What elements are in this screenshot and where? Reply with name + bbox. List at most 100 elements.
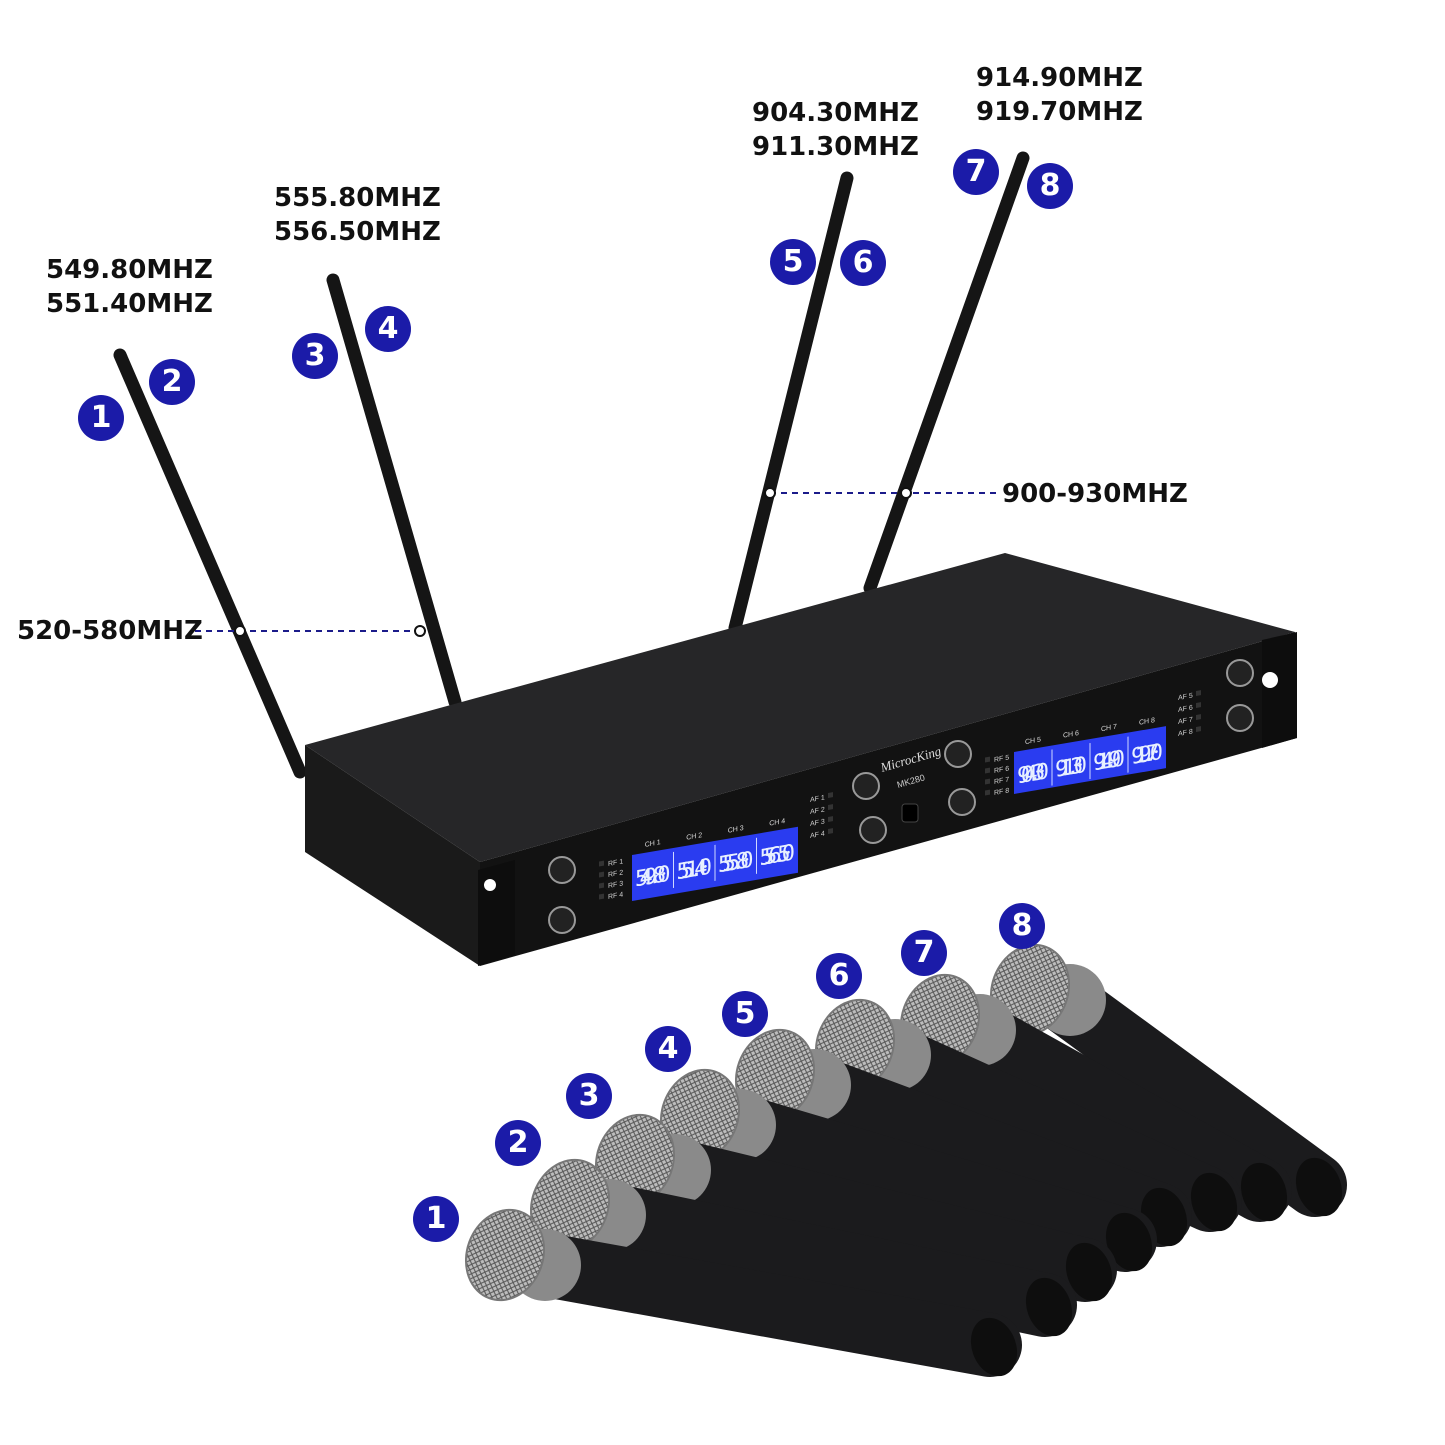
antenna-badge-1: 1 <box>78 395 124 441</box>
channel-label: CH 4 <box>769 818 785 828</box>
mic-badge-1: 1 <box>413 1196 459 1242</box>
microphone-5 <box>734 1028 1192 1247</box>
volume-knobs <box>548 659 1254 934</box>
frequency-reading: 556.50 <box>760 839 796 871</box>
mic-badge-4: 4 <box>645 1026 691 1072</box>
frequency-reading: 551.40 <box>677 854 713 886</box>
volume-knob[interactable] <box>944 740 972 768</box>
antenna-badge-4: 4 <box>365 306 411 352</box>
antenna-badge-6: 6 <box>840 240 886 286</box>
indicator-labels-af-left: AF 1 AF 2 AF 3 AF 4 <box>810 792 833 840</box>
freq-label-antenna-3: 904.30MHZ 911.30MHZ <box>752 96 919 164</box>
freq-line: 911.30MHZ <box>752 132 919 162</box>
freq-line: 549.80MHZ <box>46 255 213 285</box>
band-label-low: 520-580MHZ <box>17 616 203 646</box>
af-label: AF 5 <box>1178 693 1193 702</box>
frequency-reading: 911.30 <box>1055 752 1087 783</box>
microphone-6 <box>814 998 1242 1232</box>
af-label: AF 6 <box>1178 705 1193 714</box>
af-label: AF 2 <box>810 807 825 816</box>
channel-label: CH 7 <box>1101 724 1117 734</box>
channel-label: CH 3 <box>728 825 744 835</box>
volume-knob[interactable] <box>1226 659 1254 687</box>
microphone-1 <box>464 1208 1022 1377</box>
mic-badge-7: 7 <box>901 930 947 976</box>
channel-label: CH 5 <box>1025 736 1041 746</box>
channel-label: CH 2 <box>686 832 702 842</box>
af-label: AF 4 <box>810 831 825 840</box>
mic-badge-6: 6 <box>816 953 862 999</box>
frequency-reading: 914.90 <box>1093 745 1125 776</box>
rf-label: RF 4 <box>608 891 623 901</box>
antenna-1 <box>113 348 307 779</box>
band-indicators <box>195 487 1000 637</box>
rf-label: RF 6 <box>994 765 1009 775</box>
af-label: AF 3 <box>810 819 825 828</box>
rf-label: RF 8 <box>994 787 1009 797</box>
receiver: CH 1 549.80 CH 2 551.40 CH 3 555.80 CH 4 556.50… <box>305 553 1297 966</box>
antenna-badge-3: 3 <box>292 333 338 379</box>
antenna-badge-5: 5 <box>770 239 816 285</box>
mic-badge-8: 8 <box>999 903 1045 949</box>
right-lcd: CH 5 904.30 CH 6 911.30 CH 7 914.90 CH 8 919.70 <box>1014 717 1166 794</box>
antenna-3 <box>728 171 854 635</box>
frequency-reading: 919.70 <box>1131 739 1163 770</box>
frequency-reading: 904.30 <box>1017 758 1049 789</box>
volume-knob[interactable] <box>852 772 880 800</box>
volume-knob[interactable] <box>548 906 576 934</box>
antenna-badge-8: 8 <box>1027 163 1073 209</box>
antenna-badge-7: 7 <box>953 149 999 195</box>
receiver-top <box>305 553 1295 862</box>
channel-label: CH 6 <box>1063 730 1079 740</box>
indicator-labels-af-right: AF 5 AF 6 AF 7 AF 8 <box>1178 690 1201 738</box>
freq-label-antenna-2: 555.80MHZ 556.50MHZ <box>274 181 441 249</box>
freq-line: 551.40MHZ <box>46 289 213 319</box>
freq-label-antenna-1: 549.80MHZ 551.40MHZ <box>46 253 213 321</box>
channel-label: CH 1 <box>645 839 661 849</box>
microphones <box>464 943 1347 1377</box>
rf-label: RF 5 <box>994 754 1009 764</box>
left-lcd: CH 1 549.80 CH 2 551.40 CH 3 555.80 CH 4 556.50 <box>632 818 798 901</box>
af-label: AF 7 <box>1178 717 1193 726</box>
band-label-high: 900-930MHZ <box>1002 479 1188 509</box>
rf-label: RF 3 <box>608 880 623 890</box>
freq-line: 904.30MHZ <box>752 98 919 128</box>
microphone-4 <box>659 1068 1157 1272</box>
microphone-8 <box>989 943 1347 1217</box>
frequency-reading: 555.80 <box>718 846 754 878</box>
freq-line: 555.80MHZ <box>274 183 441 213</box>
volume-knob[interactable] <box>948 788 976 816</box>
volume-knob[interactable] <box>859 816 887 844</box>
mic-badge-5: 5 <box>722 991 768 1037</box>
af-label: AF 8 <box>1178 729 1193 738</box>
freq-line: 556.50MHZ <box>274 217 441 247</box>
rack-hole <box>484 879 496 891</box>
volume-knob[interactable] <box>1226 704 1254 732</box>
channel-label: CH 8 <box>1139 717 1155 727</box>
af-label: AF 1 <box>810 795 825 804</box>
frequency-reading: 549.80 <box>635 861 671 893</box>
antenna-2 <box>326 273 462 709</box>
freq-line: 919.70MHZ <box>976 97 1143 127</box>
indicator-labels-rf-left: RF 1 RF 2 RF 3 RF 4 <box>599 858 623 901</box>
rack-hole <box>1262 672 1278 688</box>
antenna-4 <box>863 151 1030 595</box>
antennas <box>113 151 1030 779</box>
rf-label: RF 7 <box>994 776 1009 786</box>
mic-badge-3: 3 <box>566 1073 612 1119</box>
volume-knob[interactable] <box>548 856 576 884</box>
receiver-side <box>305 745 480 966</box>
antenna-badge-2: 2 <box>149 359 195 405</box>
mic-badge-2: 2 <box>495 1120 541 1166</box>
rack-ear-right <box>1262 632 1297 748</box>
power-button[interactable] <box>901 803 919 823</box>
freq-label-antenna-4: 914.90MHZ 919.70MHZ <box>976 61 1143 129</box>
rack-ear-left <box>478 860 515 966</box>
indicator-labels-rf-right: RF 5 RF 6 RF 7 RF 8 <box>985 754 1009 797</box>
rf-label: RF 1 <box>608 858 623 868</box>
freq-line: 914.90MHZ <box>976 63 1143 93</box>
rf-label: RF 2 <box>608 869 623 879</box>
microphone-2 <box>529 1158 1077 1337</box>
